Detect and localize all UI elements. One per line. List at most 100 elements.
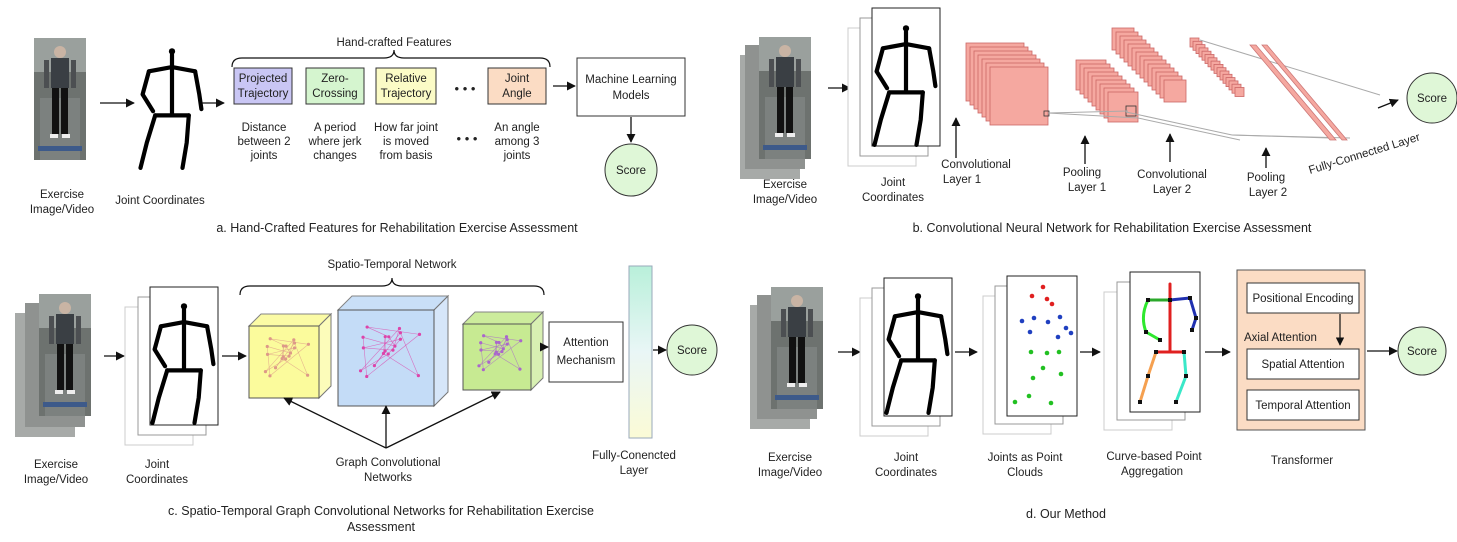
- joints-label: Joint Coordinates: [115, 195, 205, 207]
- joints-label: Coordinates: [126, 474, 188, 486]
- feature-projected-trajectory: Projected Trajectory Distance between 2 …: [234, 68, 292, 162]
- gcn-label: Networks: [364, 472, 412, 484]
- curve-label: Curve-based Point: [1106, 451, 1202, 463]
- caption-c: Assessment: [347, 520, 416, 534]
- pool2-label: Layer 2: [1249, 187, 1287, 199]
- fc-label: Layer: [620, 465, 649, 477]
- feature-desc: Distance: [242, 122, 287, 134]
- pool2-label: Pooling: [1247, 172, 1285, 184]
- feature-desc: among 3: [495, 136, 540, 148]
- feature-desc: between 2: [237, 136, 290, 148]
- joints-label: Joint: [145, 459, 170, 471]
- gcn-cube-green: [463, 312, 543, 390]
- skeleton-stick-figure: [141, 48, 202, 168]
- fc-layer-bar: [629, 266, 652, 438]
- input-label: Exercise: [40, 189, 84, 201]
- feature-desc: joints: [503, 150, 531, 162]
- input-label: Exercise: [768, 452, 812, 464]
- fc-layer-bars: [1250, 45, 1347, 140]
- conv-layer-1-stack: [966, 43, 1049, 125]
- skeleton-frame-stack: [848, 8, 940, 166]
- attention-box: Attention Mechanism: [549, 322, 623, 382]
- points-label: Clouds: [1007, 467, 1043, 479]
- feature-joint-angle: Joint Angle An angle among 3 joints: [488, 68, 546, 162]
- point-cloud-stack: [983, 276, 1077, 434]
- feature-zero-crossing: Zero- Crossing A period where jerk chang…: [306, 68, 364, 162]
- caption-a: a. Hand-Crafted Features for Rehabilitat…: [216, 221, 578, 235]
- input-label: Image/Video: [753, 194, 817, 206]
- input-label: Exercise: [34, 459, 78, 471]
- ml-label: Models: [612, 90, 649, 102]
- conv2-label: Convolutional: [1137, 169, 1207, 181]
- conv1-label: Convolutional: [941, 159, 1011, 171]
- ellipsis: • • •: [455, 81, 476, 96]
- exercise-photo-stack: [740, 37, 811, 179]
- feature-name: Crossing: [312, 88, 357, 100]
- joints-label: Coordinates: [875, 467, 937, 479]
- curve-aggregation-stack: [1104, 272, 1200, 430]
- feature-name: Trajectory: [381, 88, 432, 100]
- skeleton-frame-stack: [860, 278, 952, 436]
- transformer-block: Positional Encoding Axial Attention Spat…: [1237, 270, 1365, 430]
- gcn-label: Graph Convolutional: [336, 457, 441, 469]
- feature-name: Joint: [505, 73, 530, 85]
- curve-label: Aggregation: [1121, 466, 1183, 478]
- ml-label: Machine Learning: [585, 74, 676, 86]
- features-brace: [232, 50, 550, 67]
- attention-label: Mechanism: [557, 355, 616, 367]
- features-group-label: Hand-crafted Features: [336, 37, 451, 49]
- axial-attention-label: Axial Attention: [1244, 332, 1317, 344]
- feature-name: Relative: [385, 73, 427, 85]
- score-label: Score: [677, 345, 707, 357]
- input-label: Image/Video: [30, 204, 94, 216]
- temporal-attention-label: Temporal Attention: [1255, 400, 1350, 412]
- skeleton-frame-stack: [125, 287, 218, 445]
- input-label: Image/Video: [758, 467, 822, 479]
- feature-name: Zero-: [321, 73, 349, 85]
- joints-label: Coordinates: [862, 192, 924, 204]
- pool-layer-2-stack: [1190, 38, 1244, 97]
- feature-desc: is moved: [383, 136, 429, 148]
- positional-encoding-label: Positional Encoding: [1252, 293, 1353, 305]
- transformer-label: Transformer: [1271, 455, 1333, 467]
- exercise-photo-stack: [15, 294, 91, 437]
- caption-c: c. Spatio-Temporal Graph Convolutional N…: [168, 504, 594, 518]
- st-network-brace: [240, 278, 544, 295]
- input-label: Image/Video: [24, 474, 88, 486]
- arrow: [1378, 100, 1398, 108]
- joints-label: Joint: [894, 452, 919, 464]
- conv2-label: Layer 2: [1153, 184, 1191, 196]
- points-label: Joints as Point: [988, 452, 1064, 464]
- conv1-label: Layer 1: [943, 174, 981, 186]
- panel-c: Exercise Image/Video Joint Coordinates S…: [15, 259, 717, 534]
- feature-desc: where jerk: [307, 136, 361, 148]
- st-network-label: Spatio-Temporal Network: [327, 259, 456, 271]
- gcn-cube-blue: [338, 296, 448, 406]
- panel-a: Exercise Image/Video Joint Coordinates H…: [30, 37, 685, 235]
- panel-b: Exercise Image/Video Joint Coordinates: [740, 8, 1457, 235]
- feature-name: Projected: [239, 73, 288, 85]
- feature-name: Trajectory: [238, 88, 289, 100]
- panel-d: Exercise Image/Video Joint Coordinates J…: [750, 270, 1446, 521]
- gcn-cube-yellow: [249, 314, 331, 398]
- feature-desc: An angle: [494, 122, 539, 134]
- ellipsis: • • •: [457, 131, 478, 146]
- feature-desc: A period: [314, 122, 356, 134]
- feature-desc: changes: [313, 150, 357, 162]
- feature-relative-trajectory: Relative Trajectory How far joint is mov…: [374, 68, 439, 162]
- ml-models-box: Machine Learning Models: [577, 58, 685, 116]
- score-label: Score: [1407, 346, 1437, 358]
- caption-d: d. Our Method: [1026, 507, 1106, 521]
- feature-desc: joints: [250, 150, 278, 162]
- pool1-label: Layer 1: [1068, 182, 1106, 194]
- input-label: Exercise: [763, 179, 807, 191]
- joints-label: Joint: [881, 177, 906, 189]
- score-label: Score: [616, 165, 646, 177]
- feature-desc: How far joint: [374, 122, 439, 134]
- feature-desc: from basis: [379, 150, 432, 162]
- spatial-attention-label: Spatial Attention: [1261, 359, 1344, 371]
- score-label: Score: [1417, 93, 1447, 105]
- pool1-label: Pooling: [1063, 167, 1101, 179]
- exercise-photo-stack: [750, 287, 823, 429]
